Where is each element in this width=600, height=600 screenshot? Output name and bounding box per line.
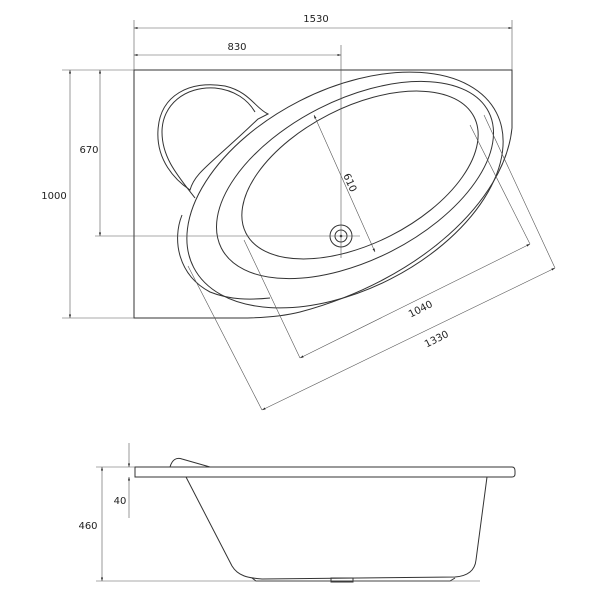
dim-label-830: 830 — [227, 42, 246, 53]
dim-label-460: 460 — [78, 521, 97, 532]
dim-label-610: 610 — [340, 172, 358, 194]
basin-inner — [241, 90, 479, 260]
rim-profile — [134, 466, 516, 478]
rim-outer — [186, 71, 504, 309]
backrest-inner — [161, 87, 256, 199]
backrest — [157, 84, 270, 191]
seat-curve — [177, 214, 271, 300]
backrest-profile — [169, 457, 211, 468]
tub-body-profile — [185, 476, 488, 580]
drain-outlet — [330, 577, 354, 583]
top-view: 1530 830 1000 670 610 1040 1330 — [41, 14, 556, 411]
dim-line-1330 — [261, 267, 556, 411]
dim-label-1000: 1000 — [41, 191, 66, 202]
dim-line-610 — [313, 114, 376, 253]
dim-label-40: 40 — [114, 496, 127, 507]
dim-label-1040: 1040 — [407, 299, 435, 320]
side-view: 460 40 — [78, 443, 516, 583]
dim-label-670: 670 — [79, 145, 98, 156]
dim-label-1530: 1530 — [303, 14, 328, 25]
dim-label-1330: 1330 — [423, 329, 451, 350]
